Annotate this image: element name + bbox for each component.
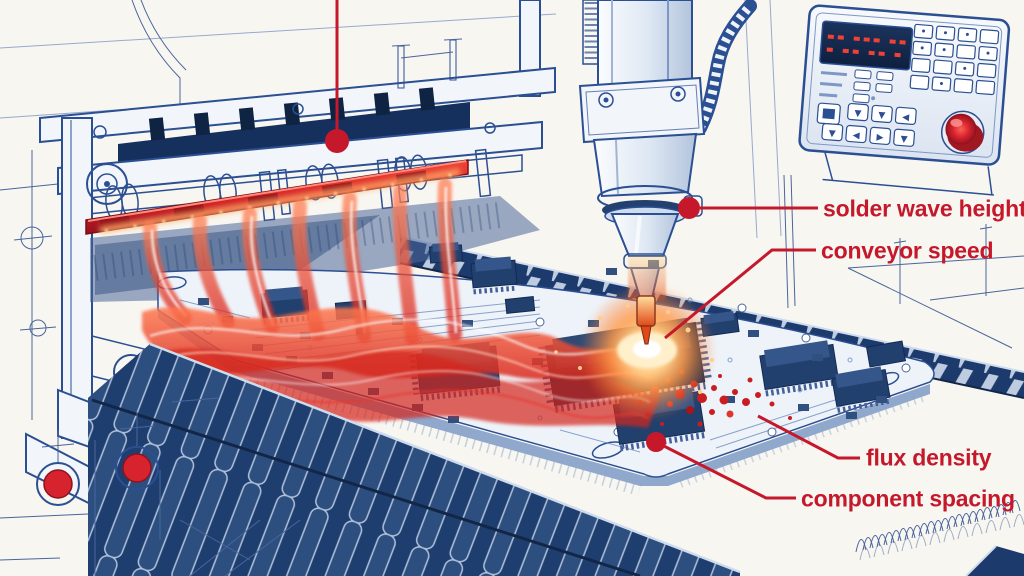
red-knob	[940, 110, 985, 155]
arrow-right-icon: ▶	[876, 133, 884, 144]
callout-line-flux-density	[757, 414, 860, 460]
control-panel: ▼ ▼ ◀ ▼ ◀ ▶ ▼	[798, 4, 1011, 196]
emergency-button	[115, 446, 159, 490]
callout-lines	[325, 0, 860, 500]
callout-dot-top	[325, 129, 349, 153]
arrow-down-icon: ▼	[878, 111, 886, 122]
arrow-left-icon: ◀	[852, 131, 860, 142]
nozzle-hose	[693, 0, 757, 135]
arrow-buttons: ▼ ▼ ◀ ▼ ◀ ▶ ▼	[821, 102, 917, 147]
callout-label-conveyor-speed: conveyor speed	[821, 237, 994, 264]
solder-nozzle-assembly	[578, 0, 782, 345]
solder-point-glow	[554, 284, 716, 420]
arrow-down-icon: ▼	[900, 135, 908, 146]
callout-label-solder-wave-height: solder wave height	[823, 195, 1024, 222]
led-display	[819, 20, 914, 71]
blueprint-guide-lines	[0, 0, 1024, 420]
solder-wave-bar	[85, 159, 469, 235]
function-buttons	[852, 69, 894, 104]
front-panel-controls	[0, 397, 301, 576]
callout-label-component-spacing: component spacing	[801, 485, 1015, 512]
callout-line-component-spacing	[655, 440, 796, 500]
callout-dot-solder-wave-height	[678, 197, 700, 219]
machine-gantry	[39, 0, 556, 222]
arrow-down-icon: ▼	[854, 109, 862, 120]
arrow-down-icon: ▼	[828, 129, 836, 140]
corner-frame-strip	[966, 546, 1024, 576]
callout-label-flux-density: flux density	[866, 444, 992, 471]
panel-micro-labels	[819, 71, 876, 101]
callout-dot-component-spacing	[646, 432, 666, 452]
arrow-left-icon: ◀	[902, 113, 910, 124]
callout-line-conveyor-speed	[664, 248, 816, 340]
emergency-button	[36, 462, 80, 506]
keypad-dots	[920, 29, 990, 86]
